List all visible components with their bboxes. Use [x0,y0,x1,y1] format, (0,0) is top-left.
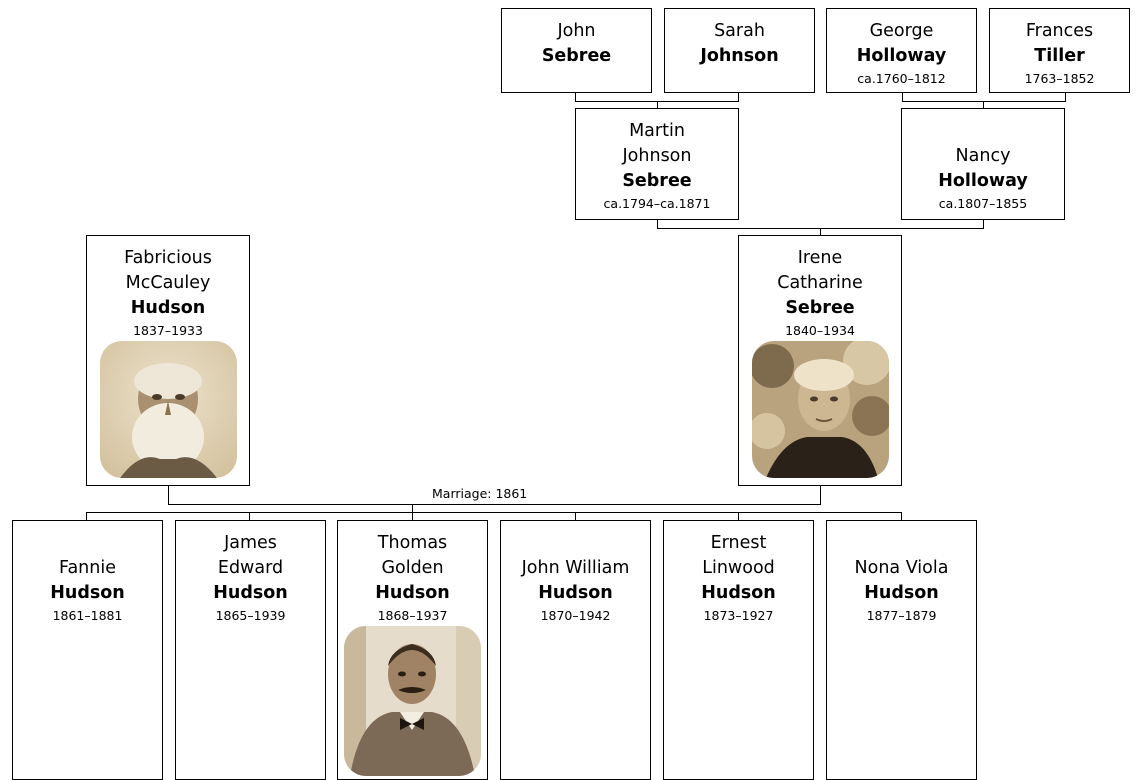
given-name: John [557,21,596,41]
person-card-fabricious-hudson[interactable]: Fabricious McCauley Hudson 1837–1933 [86,235,250,486]
life-dates: 1870–1942 [540,608,611,623]
connector [738,512,739,520]
middle-name: McCauley [125,273,211,293]
surname: Holloway [856,46,947,66]
surname: Hudson [864,583,939,603]
surname: Holloway [938,171,1028,191]
surname: Hudson [701,583,776,603]
connector [657,219,658,229]
surname: Hudson [538,583,613,603]
life-dates: 1873–1927 [703,608,774,623]
given-name: John William [521,558,630,578]
given-name: Irene [797,248,843,268]
marriage-line [168,504,821,505]
person-card-thomas-hudson[interactable]: Thomas Golden Hudson 1868–1937 [337,520,488,780]
life-dates: 1840–1934 [785,323,855,338]
surname: Johnson [700,46,779,66]
given-name: Nancy [955,146,1011,166]
connector [657,101,658,108]
middle-name: Catharine [777,273,863,293]
life-dates: 1763–1852 [1024,71,1095,86]
given-name: Thomas [377,533,448,553]
given-name: Frances [1025,21,1094,41]
surname: Hudson [375,583,450,603]
life-dates: ca.1760–1812 [857,71,946,86]
person-card-john-william-hudson[interactable]: John William Hudson 1870–1942 [500,520,651,780]
life-dates: 1868–1937 [377,608,448,623]
children-bar [86,512,902,513]
surname: Hudson [130,298,206,318]
given-name: Nona Viola [854,558,949,578]
given-name: James [224,533,277,553]
person-card-irene-sebree[interactable]: Irene Catharine Sebree 1840–1934 [738,235,902,486]
person-card-fannie-hudson[interactable]: Fannie Hudson 1861–1881 [12,520,163,780]
given-name: Martin [629,121,685,141]
given-name: George [869,21,934,41]
connector [412,505,413,520]
connector [249,512,250,520]
connector [902,92,903,102]
life-dates: 1877–1879 [866,608,937,623]
surname: Sebree [622,171,692,191]
life-dates: ca.1807–1855 [938,196,1028,211]
middle-name: Johnson [622,146,692,166]
person-card-sarah-johnson[interactable]: Sarah Johnson [664,8,815,93]
surname: Sebree [541,46,612,66]
person-card-george-holloway[interactable]: George Holloway ca.1760–1812 [826,8,977,93]
surname: Sebree [785,298,855,318]
person-card-martin-sebree[interactable]: Martin Johnson Sebree ca.1794–ca.1871 [575,108,739,220]
connector [738,92,739,102]
connector [168,485,169,505]
middle-name: Linwood [702,558,775,578]
portrait-photo [752,341,889,478]
connector [902,101,1066,102]
connector [983,101,984,108]
person-card-ernest-hudson[interactable]: Ernest Linwood Hudson 1873–1927 [663,520,814,780]
middle-name: Golden [381,558,444,578]
portrait-photo [344,626,481,776]
person-card-nona-hudson[interactable]: Nona Viola Hudson 1877–1879 [826,520,977,780]
connector [901,512,902,520]
given-name: Fannie [59,558,116,578]
surname: Tiller [1034,46,1085,66]
middle-name: Edward [217,558,284,578]
marriage-label: Marriage: 1861 [430,486,530,502]
surname: Hudson [213,583,288,603]
given-name: Fabricious [124,248,212,268]
person-card-nancy-holloway[interactable]: Nancy Holloway ca.1807–1855 [901,108,1065,220]
surname: Hudson [50,583,125,603]
life-dates: 1865–1939 [215,608,286,623]
connector [575,92,576,102]
person-card-james-hudson[interactable]: James Edward Hudson 1865–1939 [175,520,326,780]
connector [86,512,87,520]
life-dates: ca.1794–ca.1871 [603,196,711,211]
connector [575,512,576,520]
connector [820,485,821,505]
given-name: Ernest [710,533,767,553]
person-card-john-sebree[interactable]: John Sebree [501,8,652,93]
life-dates: 1837–1933 [133,323,203,338]
connector [983,219,984,229]
life-dates: 1861–1881 [52,608,123,623]
given-name: Sarah [714,21,765,41]
connector [1065,92,1066,102]
connector [820,228,821,235]
person-card-frances-tiller[interactable]: Frances Tiller 1763–1852 [989,8,1130,93]
portrait-photo [100,341,237,478]
